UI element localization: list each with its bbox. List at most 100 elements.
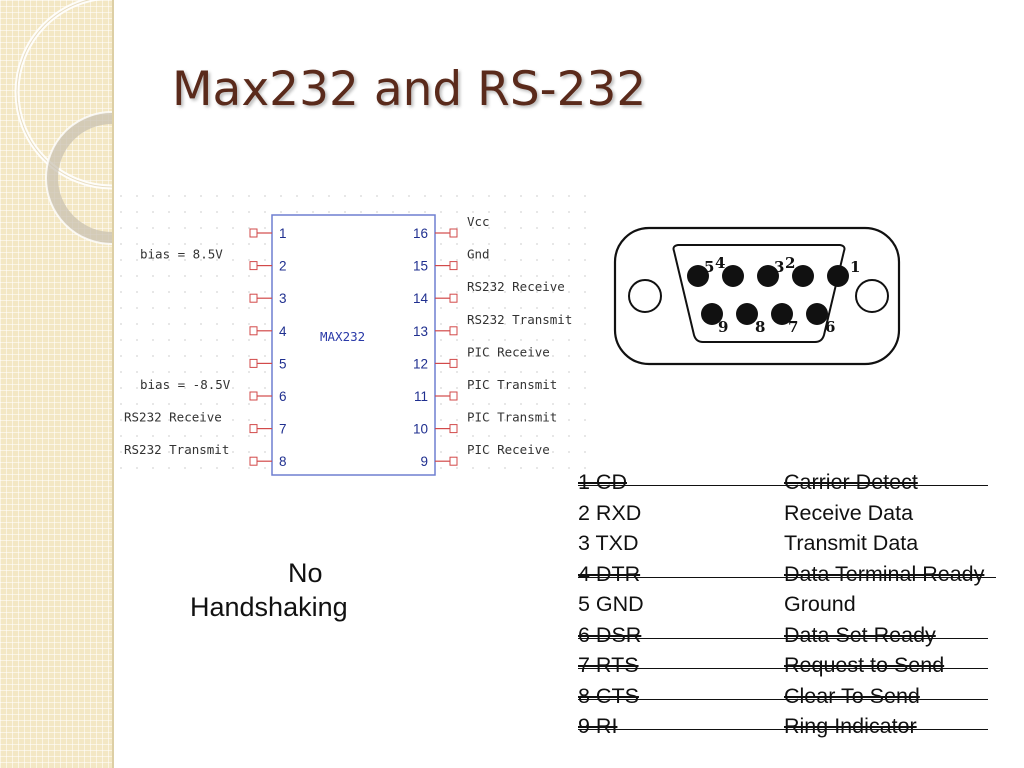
right-pin-15: 15 Gnd <box>413 247 490 274</box>
pin-terminal <box>249 228 258 238</box>
right-pin-16: 16 Vcc <box>413 214 490 241</box>
pin-label: Vcc <box>467 214 490 229</box>
pin-number: 4 <box>279 324 287 339</box>
pin-signal-name: Ring Indicator <box>784 714 917 738</box>
pin-code: 7 RTS <box>578 653 639 677</box>
pin-terminal <box>449 456 458 466</box>
no-handshaking-note: No Handshaking <box>190 557 390 625</box>
pin-contact <box>771 303 793 325</box>
pin-label: RS232 Transmit <box>467 312 572 327</box>
pin-signal-name: Receive Data <box>784 500 914 525</box>
pin-number: 15 <box>413 259 428 274</box>
pin-signal-name: Carrier Detect <box>784 470 918 494</box>
note-line-2: Handshaking <box>190 591 348 622</box>
decorative-side-strip <box>0 0 114 768</box>
pinout-row: 5 GND Ground <box>578 589 1018 620</box>
pin-number: 6 <box>825 318 835 336</box>
pin-terminal <box>249 293 258 303</box>
left-pin-2: 2 bias = 8.5V <box>140 247 287 274</box>
mount-hole-left <box>628 279 662 313</box>
pin-code: 9 RI <box>578 714 618 738</box>
pinout-row: 7 RTS Request to Send <box>578 650 1018 681</box>
pin-number: 3 <box>774 258 784 276</box>
db9-pin-6: 6 <box>806 303 835 336</box>
pin-number: 11 <box>414 389 428 404</box>
pin-number: 8 <box>755 318 765 336</box>
pin-contact <box>722 265 744 287</box>
pinout-row: 3 TXD Transmit Data <box>578 528 1018 559</box>
pinout-row: 9 RI Ring Indicator <box>578 711 1018 742</box>
pin-terminal <box>249 358 258 368</box>
pin-contact <box>736 303 758 325</box>
pin-contact <box>701 303 723 325</box>
pin-terminal <box>449 424 458 434</box>
pin-signal-name: Data Set Ready <box>784 622 936 647</box>
pin-number: 7 <box>788 318 798 336</box>
pin-number: 4 <box>715 254 725 272</box>
db9-pin-7: 7 <box>771 303 798 336</box>
pinout-row: 1 CD Carrier Detect <box>578 467 1018 498</box>
pin-contact <box>687 265 709 287</box>
pin-number: 7 <box>279 422 287 437</box>
chip-label: MAX232 <box>320 329 365 344</box>
pin-terminal <box>449 391 458 401</box>
pin-terminal <box>449 228 458 238</box>
pin-contact <box>792 265 814 287</box>
pin-code: 5 GND <box>578 592 644 616</box>
pin-code: 6 DSR <box>578 622 642 647</box>
mount-hole-right <box>855 279 889 313</box>
pin-label: bias = 8.5V <box>140 247 223 262</box>
pin-terminal <box>249 424 258 434</box>
pin-number: 2 <box>279 259 287 274</box>
left-pin-5: 5 <box>249 356 287 371</box>
pin-number: 16 <box>413 226 428 241</box>
db9-pin-1: 1 <box>827 258 860 287</box>
pin-terminal <box>249 456 258 466</box>
pin-number: 1 <box>850 258 860 276</box>
pin-signal-name: Ground <box>784 592 856 616</box>
left-pin-4: 4 <box>249 324 287 339</box>
pin-number: 3 <box>279 291 287 306</box>
pin-number: 14 <box>413 291 429 306</box>
pin-number: 13 <box>413 324 428 339</box>
pin-number: 9 <box>420 454 428 469</box>
pin-label: Gnd <box>467 247 490 262</box>
pin-signal-name: Data Terminal Ready <box>784 561 985 586</box>
decorative-rings <box>14 0 112 245</box>
pin-code: 3 TXD <box>578 531 639 555</box>
pin-contact <box>827 265 849 287</box>
db9-pin-9: 9 <box>701 303 728 336</box>
pin-contact <box>757 265 779 287</box>
pin-terminal <box>449 358 458 368</box>
pin-number: 12 <box>413 356 428 371</box>
pin-number: 5 <box>279 356 287 371</box>
pin-terminal <box>249 391 258 401</box>
left-pin-3: 3 <box>249 291 287 306</box>
pin-terminal <box>249 261 258 271</box>
pin-number: 10 <box>413 422 428 437</box>
pin-code: 1 CD <box>578 470 627 494</box>
pin-code: 8 CTS <box>578 683 639 708</box>
pin-contact <box>806 303 828 325</box>
pin-signal-name: Transmit Data <box>784 531 919 555</box>
pinout-row: 6 DSR Data Set Ready <box>578 620 1018 651</box>
pin-terminal <box>449 261 458 271</box>
db9-pin-3: 3 <box>757 258 784 287</box>
left-pin-1: 1 <box>249 226 287 241</box>
pin-signal-name: Request to Send <box>784 653 945 677</box>
pin-terminal <box>249 326 258 336</box>
